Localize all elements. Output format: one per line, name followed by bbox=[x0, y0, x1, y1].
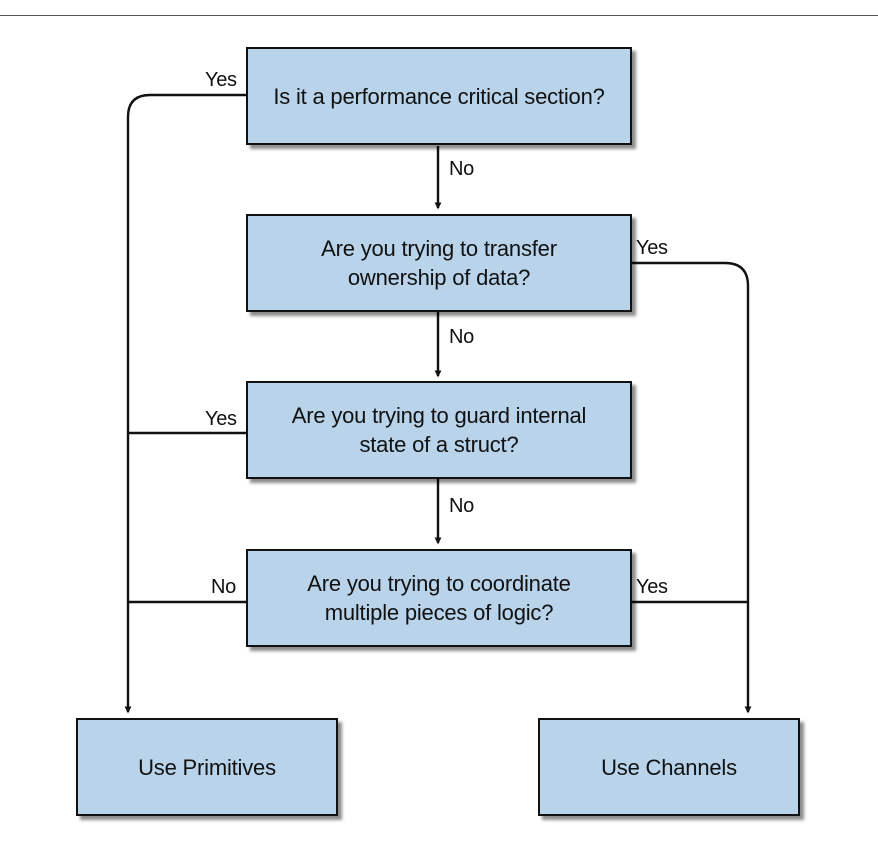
node-transfer-ownership: Are you trying to transfer ownership of … bbox=[246, 214, 632, 312]
node-guard-state: Are you trying to guard internal state o… bbox=[246, 381, 632, 479]
edge-label-ownership-no: No bbox=[449, 326, 474, 348]
node-use-channels: Use Channels bbox=[538, 718, 800, 816]
line-ownership-yes-to-channels bbox=[630, 261, 752, 714]
node-coordinate-logic: Are you trying to coordinate multiple pi… bbox=[246, 549, 632, 647]
line-performance-yes-to-primitives bbox=[124, 93, 247, 714]
edge-label-guard-yes: Yes bbox=[205, 408, 237, 430]
edge-label-performance-yes: Yes bbox=[205, 69, 237, 91]
edge-label-guard-no: No bbox=[449, 495, 474, 517]
node-performance-critical: Is it a performance critical section? bbox=[246, 47, 632, 145]
top-rule bbox=[0, 15, 878, 16]
edge-label-coordinate-no: No bbox=[211, 576, 236, 598]
edge-label-performance-no: No bbox=[449, 158, 474, 180]
edge-label-coordinate-yes: Yes bbox=[636, 576, 668, 598]
node-use-primitives: Use Primitives bbox=[76, 718, 338, 816]
edge-label-ownership-yes: Yes bbox=[636, 237, 668, 259]
